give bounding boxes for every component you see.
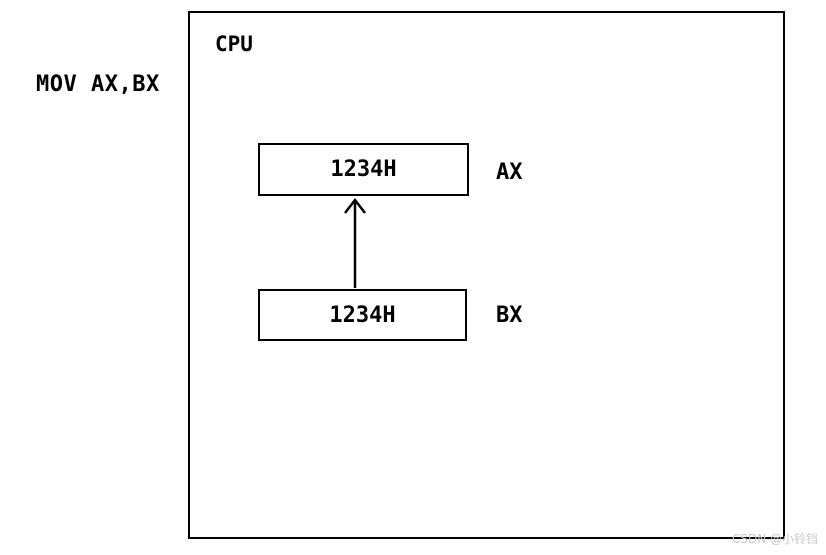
watermark: CSDN @小铃铛 [731, 532, 818, 546]
bx-register-value: 1234H [329, 302, 396, 328]
ax-register-value: 1234H [330, 157, 397, 182]
ax-register-box: 1234H [258, 143, 469, 196]
cpu-box [188, 11, 785, 539]
bx-register-name: BX [496, 303, 523, 328]
cpu-label: CPU [215, 32, 253, 56]
bx-register-box: 1234H [258, 289, 467, 341]
instruction-text: MOV AX,BX [36, 72, 160, 97]
ax-register-name: AX [496, 160, 523, 185]
